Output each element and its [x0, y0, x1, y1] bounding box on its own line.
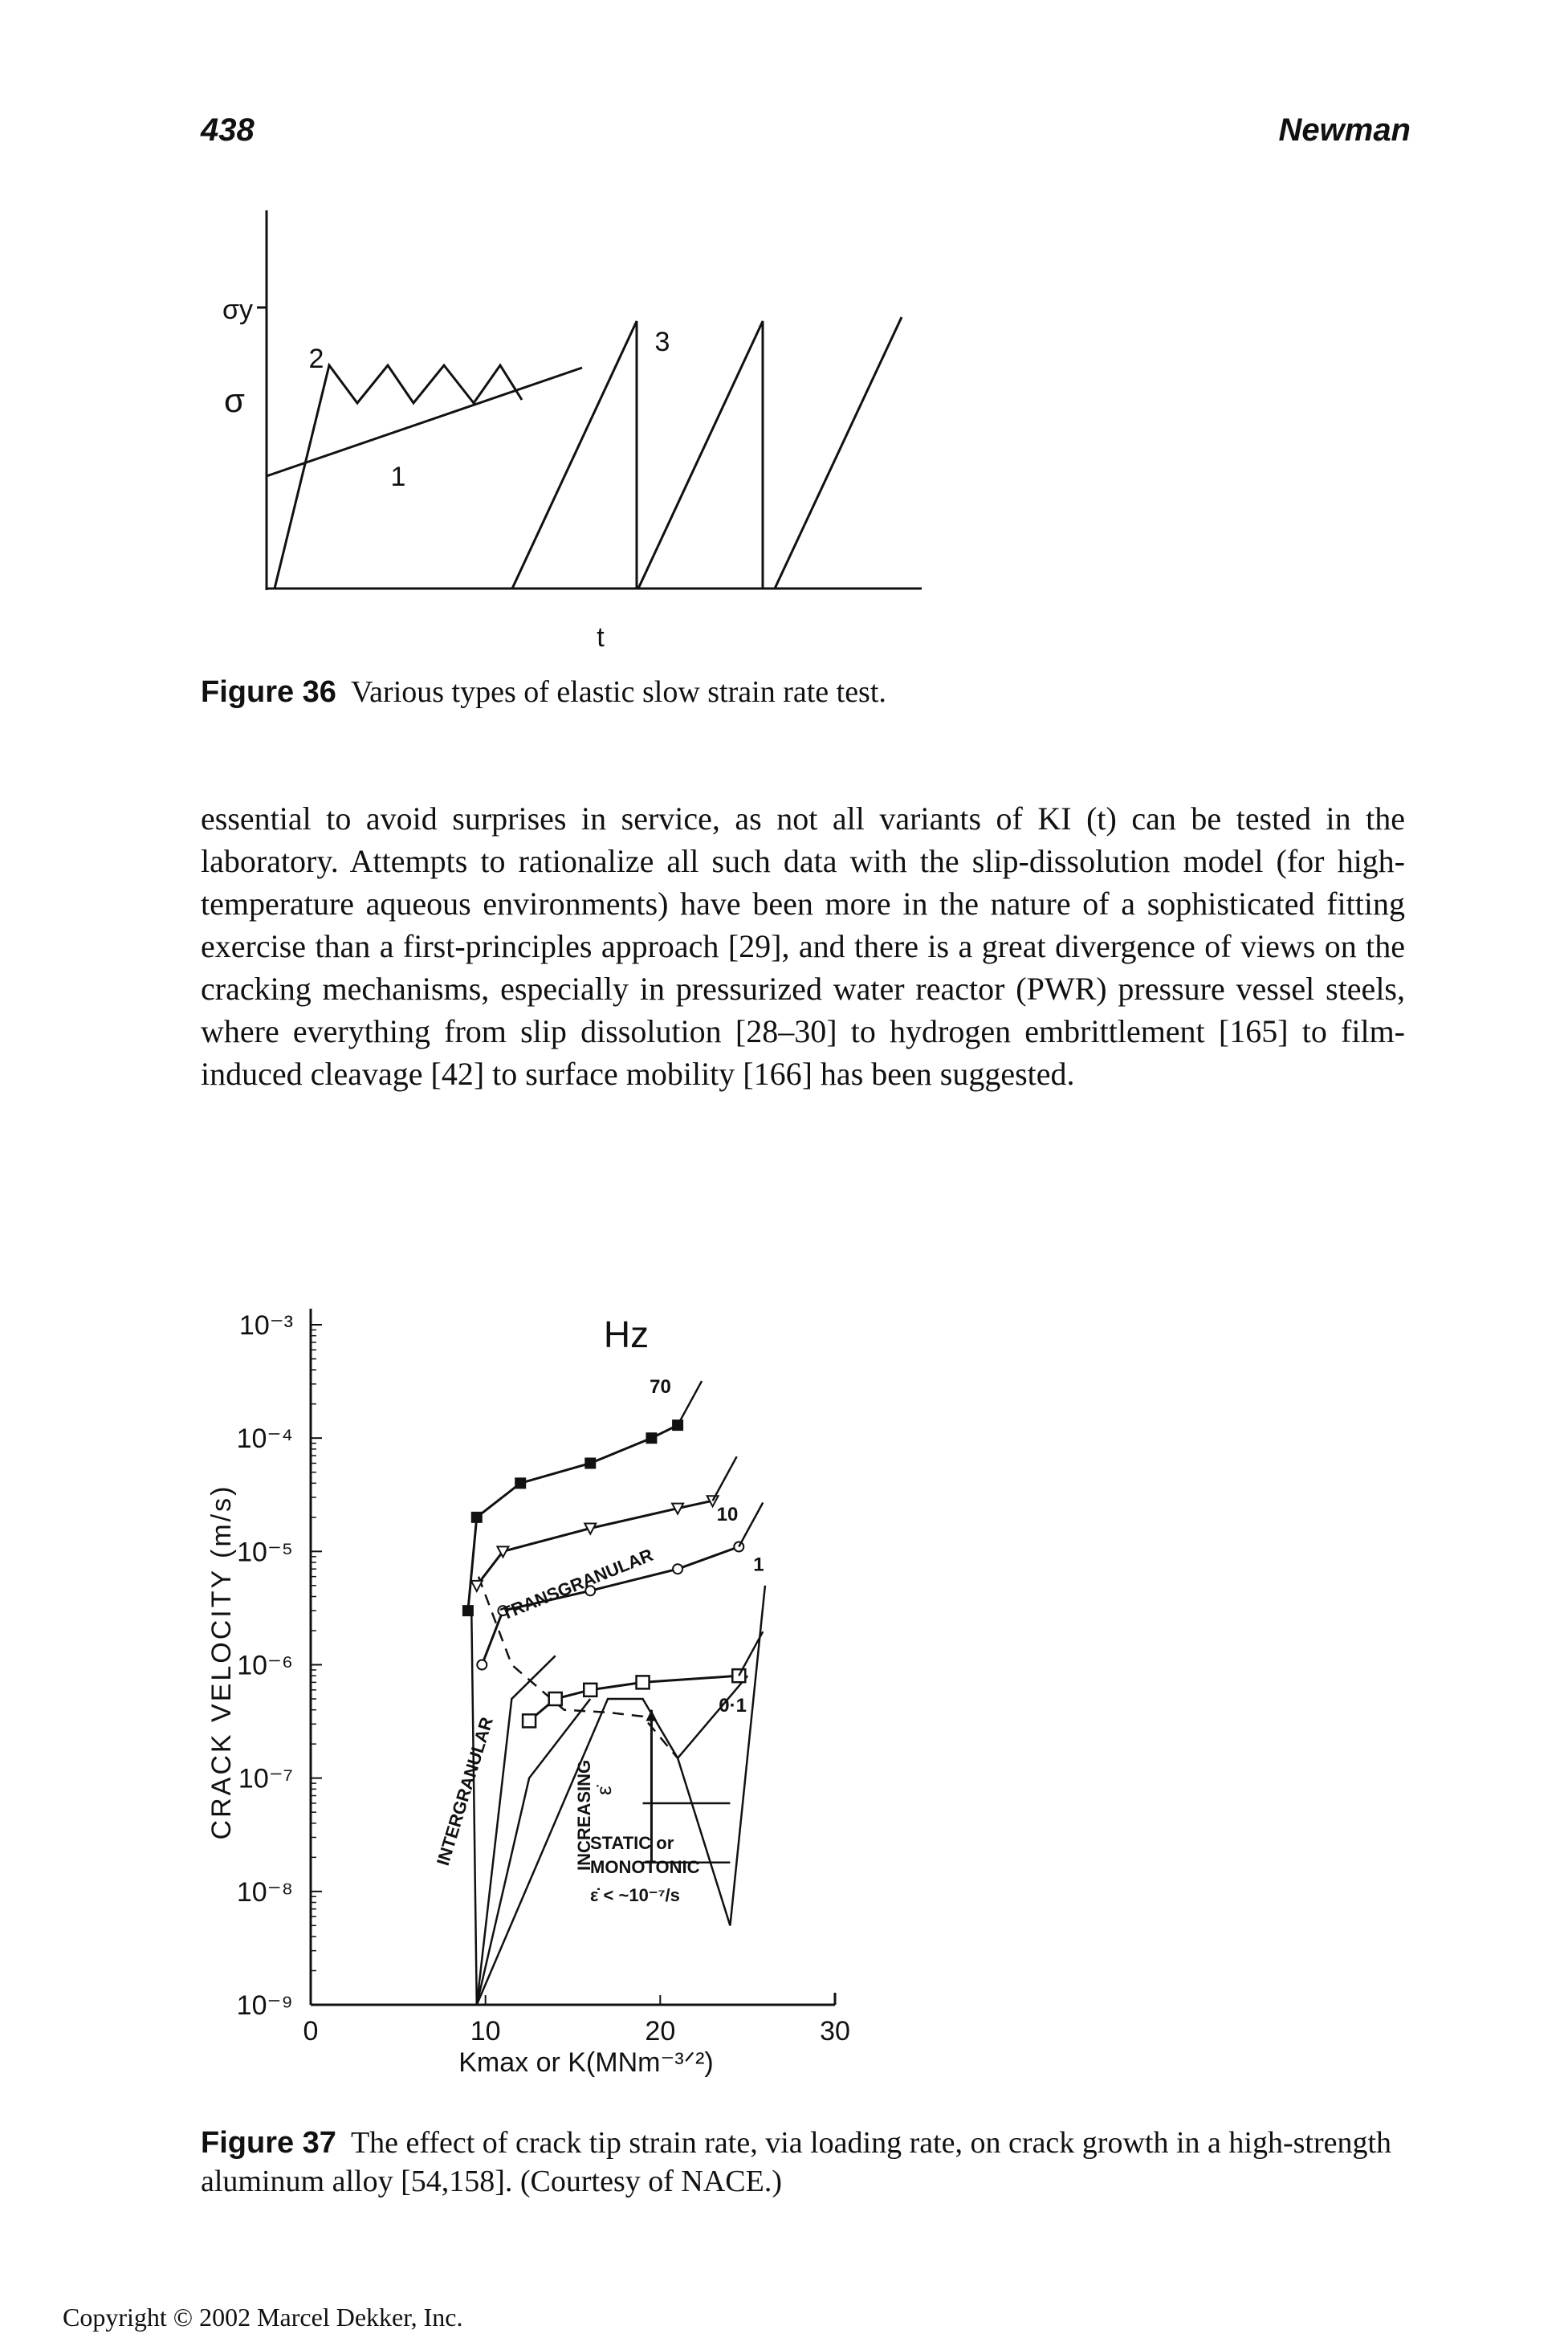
- fig37-data-point: [646, 1432, 658, 1444]
- fig36-curve-label-2: 2: [309, 344, 324, 374]
- fig37-x-tick-label: 20: [645, 2016, 675, 2047]
- fig37-guide-line: [470, 1611, 479, 2006]
- fig36-x-axis-label: t: [597, 622, 605, 653]
- fig37-dashed-boundary: [477, 1576, 679, 1759]
- figure-36-caption-text: Various types of elastic slow strain rat…: [350, 675, 886, 709]
- running-head-author: Newman: [1278, 112, 1411, 148]
- fig37-data-point: [583, 1682, 598, 1698]
- fig37-series-tail: [677, 1380, 703, 1426]
- fig37-x-axis-label: Kmax or K(MNm⁻³ᐟ²): [458, 2047, 714, 2078]
- fig36-y-tick-label: σy: [222, 295, 253, 325]
- fig37-y-tick-label: 10⁻⁷: [238, 1764, 293, 1794]
- fig37-series-tail: [738, 1501, 764, 1548]
- figure-36-caption: Figure 36 Various types of elastic slow s…: [201, 673, 1405, 711]
- fig36-curve-3: [511, 316, 903, 590]
- fig37-epsilon-dot-label: ε̇: [592, 1784, 616, 1795]
- fig37-data-point: [515, 1477, 527, 1489]
- fig37-data-point: [470, 1511, 483, 1523]
- fig37-y-tick-label: 10⁻⁶: [237, 1651, 293, 1681]
- fig37-intergranular-label: INTERGRANULAR: [433, 1715, 497, 1868]
- fig37-series-tail: [738, 1631, 764, 1676]
- figure-36-plot: σy σ 2 1 3 t: [222, 210, 922, 653]
- fig37-data-point: [672, 1563, 684, 1575]
- fig36-curve-label-3: 3: [655, 327, 670, 357]
- fig37-y-tick-label: 10⁻⁴: [237, 1423, 293, 1454]
- fig37-series-tail: [711, 1456, 738, 1501]
- fig37-static-label-2: MONOTONIC: [590, 1857, 700, 1877]
- fig37-data-point: [705, 1495, 720, 1509]
- fig36-curve-1: [266, 366, 583, 478]
- fig37-data-point: [584, 1457, 597, 1469]
- fig36-y-axis-label: σ: [224, 381, 245, 419]
- fig37-static-label-1: STATIC or: [590, 1833, 674, 1853]
- fig37-guide-line: [475, 1585, 767, 2006]
- fig37-guide-line: [475, 1698, 592, 2006]
- fig37-data-point: [470, 1579, 484, 1593]
- fig37-data-point: [548, 1691, 563, 1707]
- fig37-guide-line: [677, 1675, 749, 1759]
- fig37-data-point: [521, 1713, 537, 1729]
- body-paragraph-text: essential to avoid surprises in service,…: [201, 800, 1405, 1092]
- fig37-y-axis-label: CRACK VELOCITY (m/s): [206, 1485, 237, 1840]
- fig37-arrow-head: [646, 1709, 658, 1721]
- body-paragraph: essential to avoid surprises in service,…: [201, 797, 1405, 1095]
- fig37-data-point: [670, 1502, 685, 1516]
- fig36-curve-2: [273, 362, 523, 589]
- fig37-static-label-3: ε̇ < ~10⁻⁷/s: [590, 1885, 680, 1905]
- page-number: 438: [201, 112, 255, 148]
- fig37-y-tick-label: 10⁻⁵: [237, 1537, 293, 1567]
- fig37-data-point: [497, 1605, 509, 1617]
- fig37-increasing-label: INCREASING: [574, 1760, 594, 1871]
- fig37-data-point: [476, 1659, 488, 1671]
- fig37-freq-label-70: 70: [650, 1376, 671, 1398]
- fig37-data-point: [635, 1675, 650, 1690]
- fig37-data-point: [583, 1522, 597, 1536]
- fig37-y-tick-label: 10⁻⁹: [237, 1990, 293, 2021]
- fig37-axes: [309, 1309, 837, 2006]
- fig37-freq-label-1: 1: [753, 1554, 764, 1575]
- fig37-freq-label-0·1: 0·1: [719, 1695, 747, 1717]
- fig37-data-point: [462, 1605, 474, 1617]
- fig37-freq-header: Hz: [604, 1314, 649, 1355]
- fig37-x-tick-label: 30: [820, 2016, 850, 2047]
- figure-37-caption-text: The effect of crack tip strain rate, via…: [201, 2126, 1392, 2198]
- fig37-y-tick-label: 10⁻⁸: [237, 1877, 293, 1908]
- fig37-transgranular-label: TRANSGRANULAR: [499, 1545, 656, 1624]
- fig37-x-tick-label: 10: [470, 2016, 501, 2047]
- fig37-data-point: [495, 1546, 511, 1559]
- figure-37-label: Figure 37: [201, 2126, 336, 2160]
- fig37-data-point: [584, 1585, 597, 1597]
- fig37-guide-line: [475, 1655, 556, 2006]
- fig37-freq-label-10: 10: [717, 1504, 739, 1525]
- fig36-curve-label-1: 1: [391, 462, 406, 492]
- figure-36-label: Figure 36: [201, 675, 336, 709]
- fig37-y-tick-label: 10⁻³: [239, 1310, 293, 1341]
- fig37-x-tick-label: 0: [303, 2016, 319, 2047]
- copyright-notice: Copyright © 2002 Marcel Dekker, Inc.: [63, 2303, 463, 2332]
